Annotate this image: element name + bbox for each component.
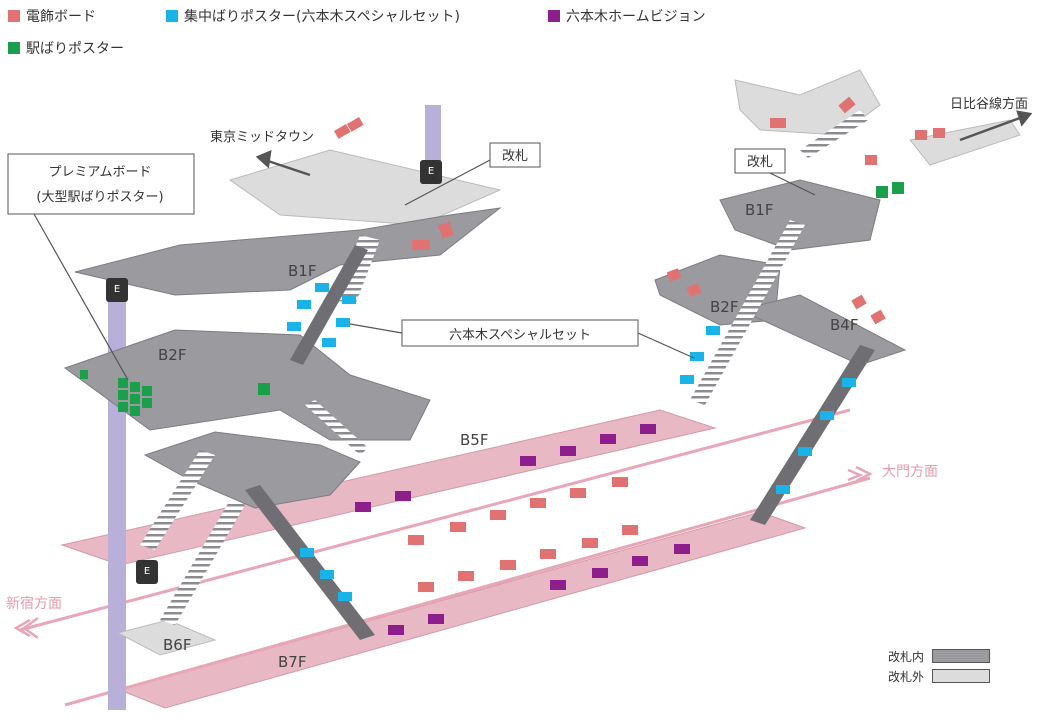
svg-text:E: E [144, 566, 150, 577]
premium-board-callout: プレミアムボード (大型駅ばりポスター) [7, 153, 195, 381]
direction-daimon: 大門方面 [882, 464, 938, 480]
stairs-left [140, 235, 380, 640]
legend-label: 六本木ホームビジョン [566, 9, 706, 25]
b6f-floor [116, 619, 217, 656]
premium-board-label: プレミアムボード [48, 165, 151, 180]
legend-item-concentrated-poster: 集中ばりポスター(六本木スペシャルセット) [166, 6, 460, 26]
floor-label-b6f: B6F [163, 636, 191, 654]
gate-right-callout: 改札 [734, 148, 816, 196]
elevator-icon: E [106, 278, 128, 302]
arrow-shinjuku [13, 616, 39, 640]
floor-label-b7f: B7F [278, 653, 306, 671]
gate-left-label: 改札 [502, 149, 528, 164]
gate-right-label: 改札 [747, 155, 773, 170]
arrow-midtown [255, 150, 311, 177]
marker-group-illuminated-board [333, 96, 945, 592]
elevator-icon: E [136, 560, 158, 584]
marker-group-concentrated-poster [287, 283, 856, 601]
legend-item-station-poster: 駅ばりポスター [8, 38, 124, 58]
arrow-hibiya [959, 110, 1033, 142]
elevator-shaft-top [425, 105, 441, 175]
b4f-floor [738, 294, 907, 366]
legend-swatch-blue [166, 10, 178, 22]
legend-swatch-green [8, 42, 20, 54]
b2f-left-floor [63, 329, 431, 441]
floor-label-b2f-right: B2F [710, 298, 738, 316]
b5f-concourse [143, 431, 361, 509]
key-inside-label: 改札内 [888, 649, 925, 664]
legend-swatch-red [8, 10, 20, 22]
direction-midtown: 東京ミッドタウン [210, 129, 314, 145]
legend-item-home-vision: 六本木ホームビジョン [548, 6, 706, 26]
stairs-right [690, 110, 875, 525]
svg-text:E: E [428, 166, 434, 177]
marker-group-station-poster [80, 182, 904, 416]
arrow-daimon [847, 465, 873, 483]
direction-hibiya: 日比谷線方面 [950, 96, 1028, 112]
hibiya-walkway [909, 119, 1021, 166]
floor-label-b5f: B5F [460, 431, 488, 449]
track-lines [19, 408, 871, 707]
floor-label-b1f: B1F [288, 262, 316, 280]
key-outside-swatch [932, 669, 991, 683]
floor-label-b4f: B4F [830, 316, 858, 334]
legend-label: 電飾ボード [26, 9, 96, 25]
key-outside-label: 改札外 [888, 669, 925, 684]
b1f-left-floor [74, 207, 502, 296]
legend-swatch-purple [548, 10, 560, 22]
direction-shinjuku: 新宿方面 [6, 595, 62, 612]
marker-group-home-vision [355, 424, 690, 635]
floor-label-b2f: B2F [158, 346, 186, 364]
key-inside-swatch [932, 649, 991, 663]
b1f-outside-area [228, 149, 502, 226]
svg-text:E: E [114, 284, 120, 295]
key-outside: 改札外 [888, 666, 991, 686]
floor-label-b1f-right: B1F [745, 201, 773, 219]
key-inside: 改札内 [888, 646, 991, 666]
roppongi-special-label: 六本木スペシャルセット [449, 328, 591, 343]
area-key: 改札内 改札外 [888, 646, 991, 686]
gate-left-callout: 改札 [404, 142, 541, 206]
legend-item-illuminated-board: 電飾ボード [8, 6, 96, 26]
legend-label: 駅ばりポスター [26, 41, 124, 57]
roppongi-special-callout: 六本木スペシャルセット [349, 319, 695, 359]
legend-label: 集中ばりポスター(六本木スペシャルセット) [184, 9, 460, 25]
premium-board-sublabel: (大型駅ばりポスター) [36, 190, 163, 205]
b1f-right-floor [719, 179, 881, 251]
elevator-icon: E [420, 160, 442, 184]
